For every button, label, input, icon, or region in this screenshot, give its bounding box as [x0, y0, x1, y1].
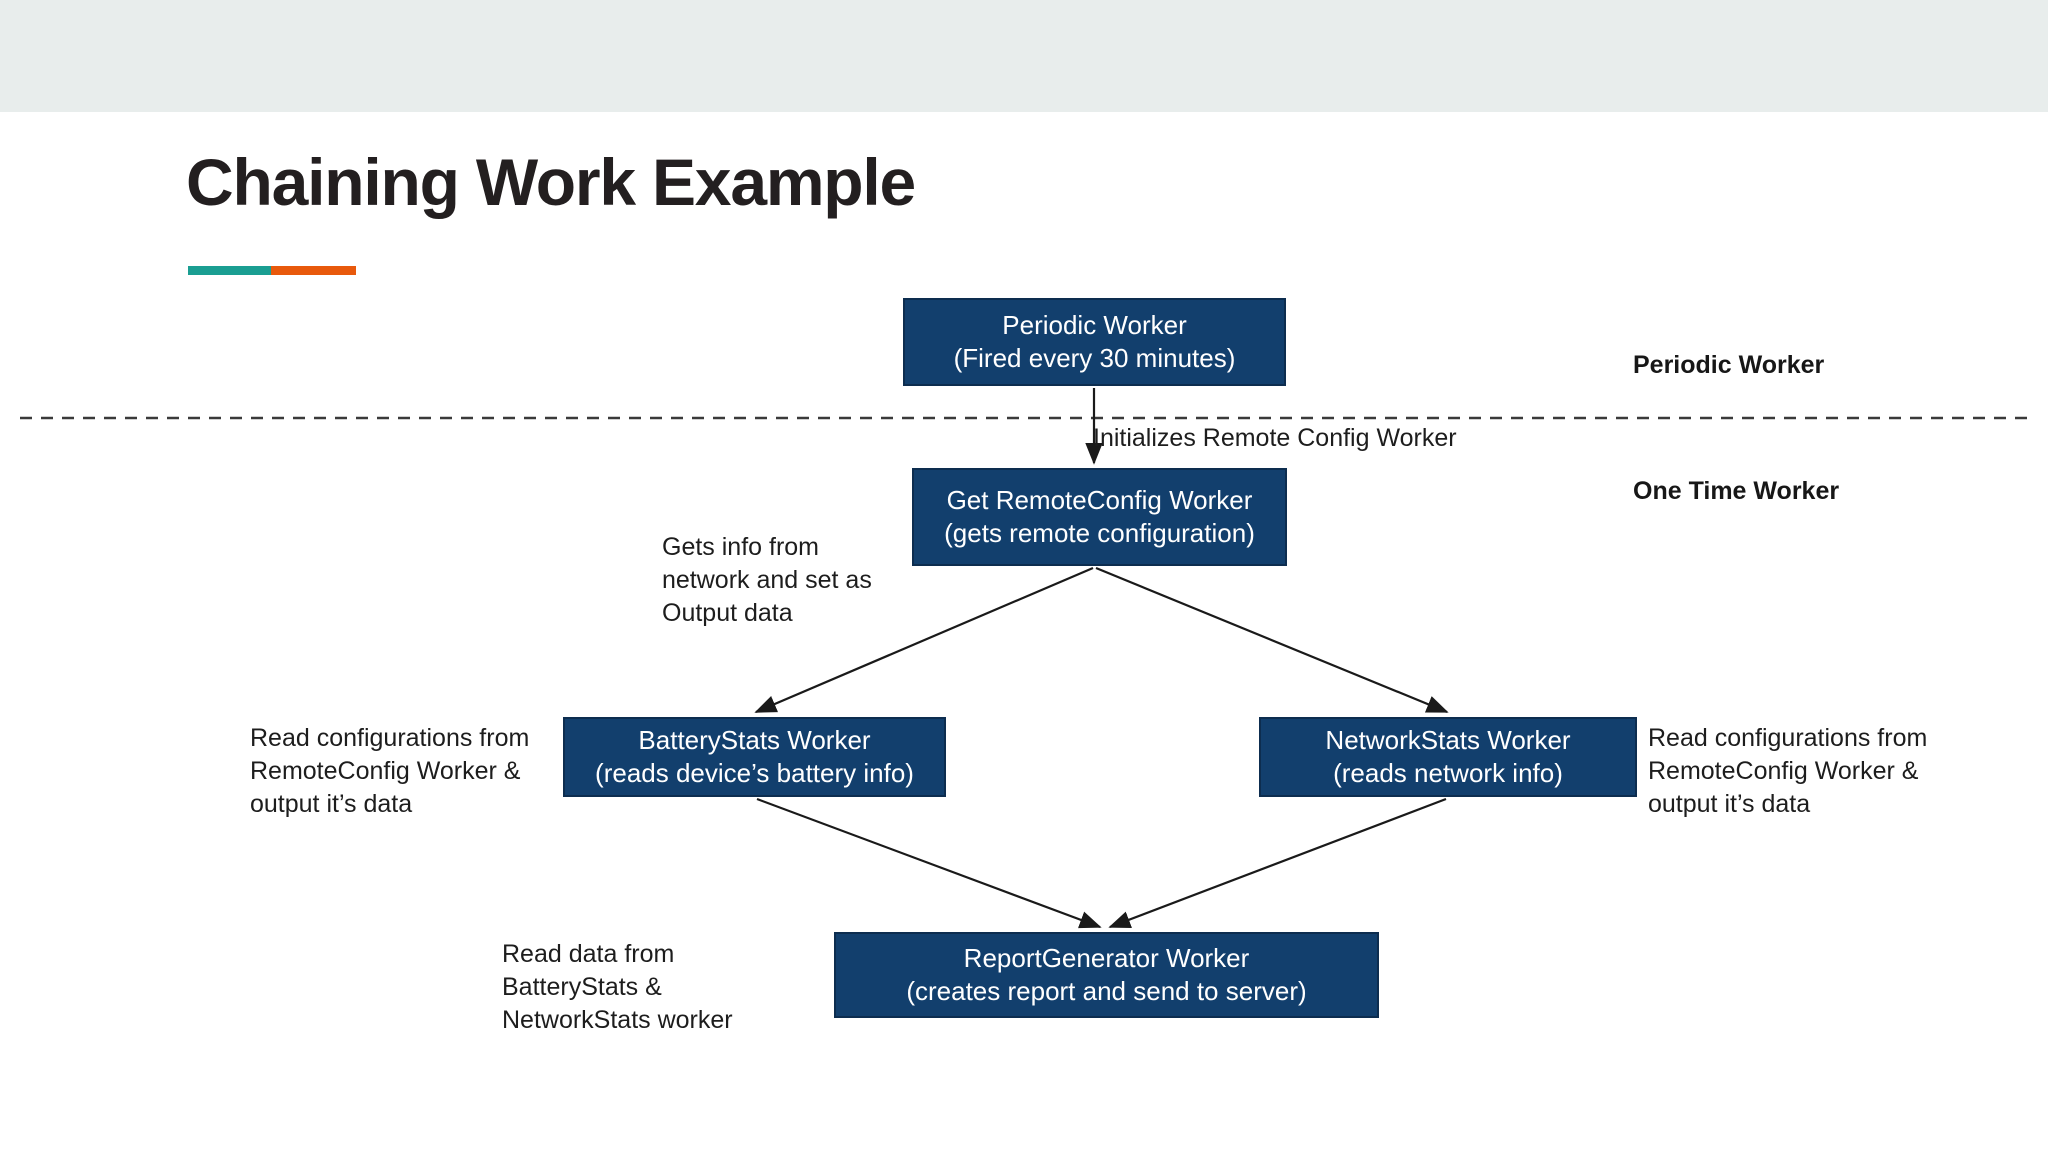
annotation-batterystats-read-configurations: Read configurations from RemoteConfig Wo… [250, 724, 530, 818]
node-batterystats-worker-subtitle: (reads device’s battery info) [595, 758, 914, 788]
node-networkstats-worker[interactable]: NetworkStats Worker (reads network info) [1259, 717, 1637, 797]
node-networkstats-worker-subtitle: (reads network info) [1333, 758, 1563, 788]
title-block: Chaining Work Example [186, 145, 1386, 219]
node-batterystats-worker-title: BatteryStats Worker [638, 724, 871, 755]
accent-bar [188, 266, 356, 275]
zone-label-one-time-worker: One Time Worker [1633, 477, 1840, 505]
node-batterystats-worker[interactable]: BatteryStats Worker (reads device’s batt… [563, 717, 946, 797]
zone-label-periodic-worker: Periodic Worker [1633, 351, 1825, 379]
node-get-remoteconfig-worker-title: Get RemoteConfig Worker [946, 484, 1253, 515]
page-title: Chaining Work Example [186, 145, 916, 219]
node-reportgenerator-worker[interactable]: ReportGenerator Worker (creates report a… [834, 932, 1379, 1018]
node-networkstats-worker-title: NetworkStats Worker [1325, 724, 1571, 755]
annotation-reportgenerator-read-data: Read data from BatteryStats & NetworkSta… [502, 940, 733, 1034]
node-get-remoteconfig-worker-subtitle: (gets remote configuration) [944, 518, 1255, 548]
accent-bar-orange-segment [271, 266, 356, 275]
node-reportgenerator-worker-title: ReportGenerator Worker [963, 942, 1250, 973]
accent-bar-teal-segment [188, 266, 271, 275]
node-periodic-worker[interactable]: Periodic Worker (Fired every 30 minutes) [903, 298, 1286, 386]
annotation-gets-info-from-network: Gets info from network and set as Output… [662, 533, 872, 627]
node-reportgenerator-worker-subtitle: (creates report and send to server) [906, 976, 1307, 1006]
edge-batterystats-to-reportgenerator [756, 797, 1102, 929]
node-periodic-worker-subtitle: (Fired every 30 minutes) [953, 343, 1236, 373]
annotation-networkstats-read-configurations: Read configurations from RemoteConfig Wo… [1648, 724, 1928, 818]
edge-remoteconfig-to-networkstats [1095, 566, 1449, 714]
annotation-initializes-remote-config: Initializes Remote Config Worker [1093, 424, 1457, 452]
node-periodic-worker-title: Periodic Worker [1002, 309, 1187, 340]
edge-networkstats-to-reportgenerator [1108, 797, 1447, 929]
slide-top-band [0, 0, 2048, 112]
node-get-remoteconfig-worker[interactable]: Get RemoteConfig Worker (gets remote con… [912, 468, 1287, 566]
